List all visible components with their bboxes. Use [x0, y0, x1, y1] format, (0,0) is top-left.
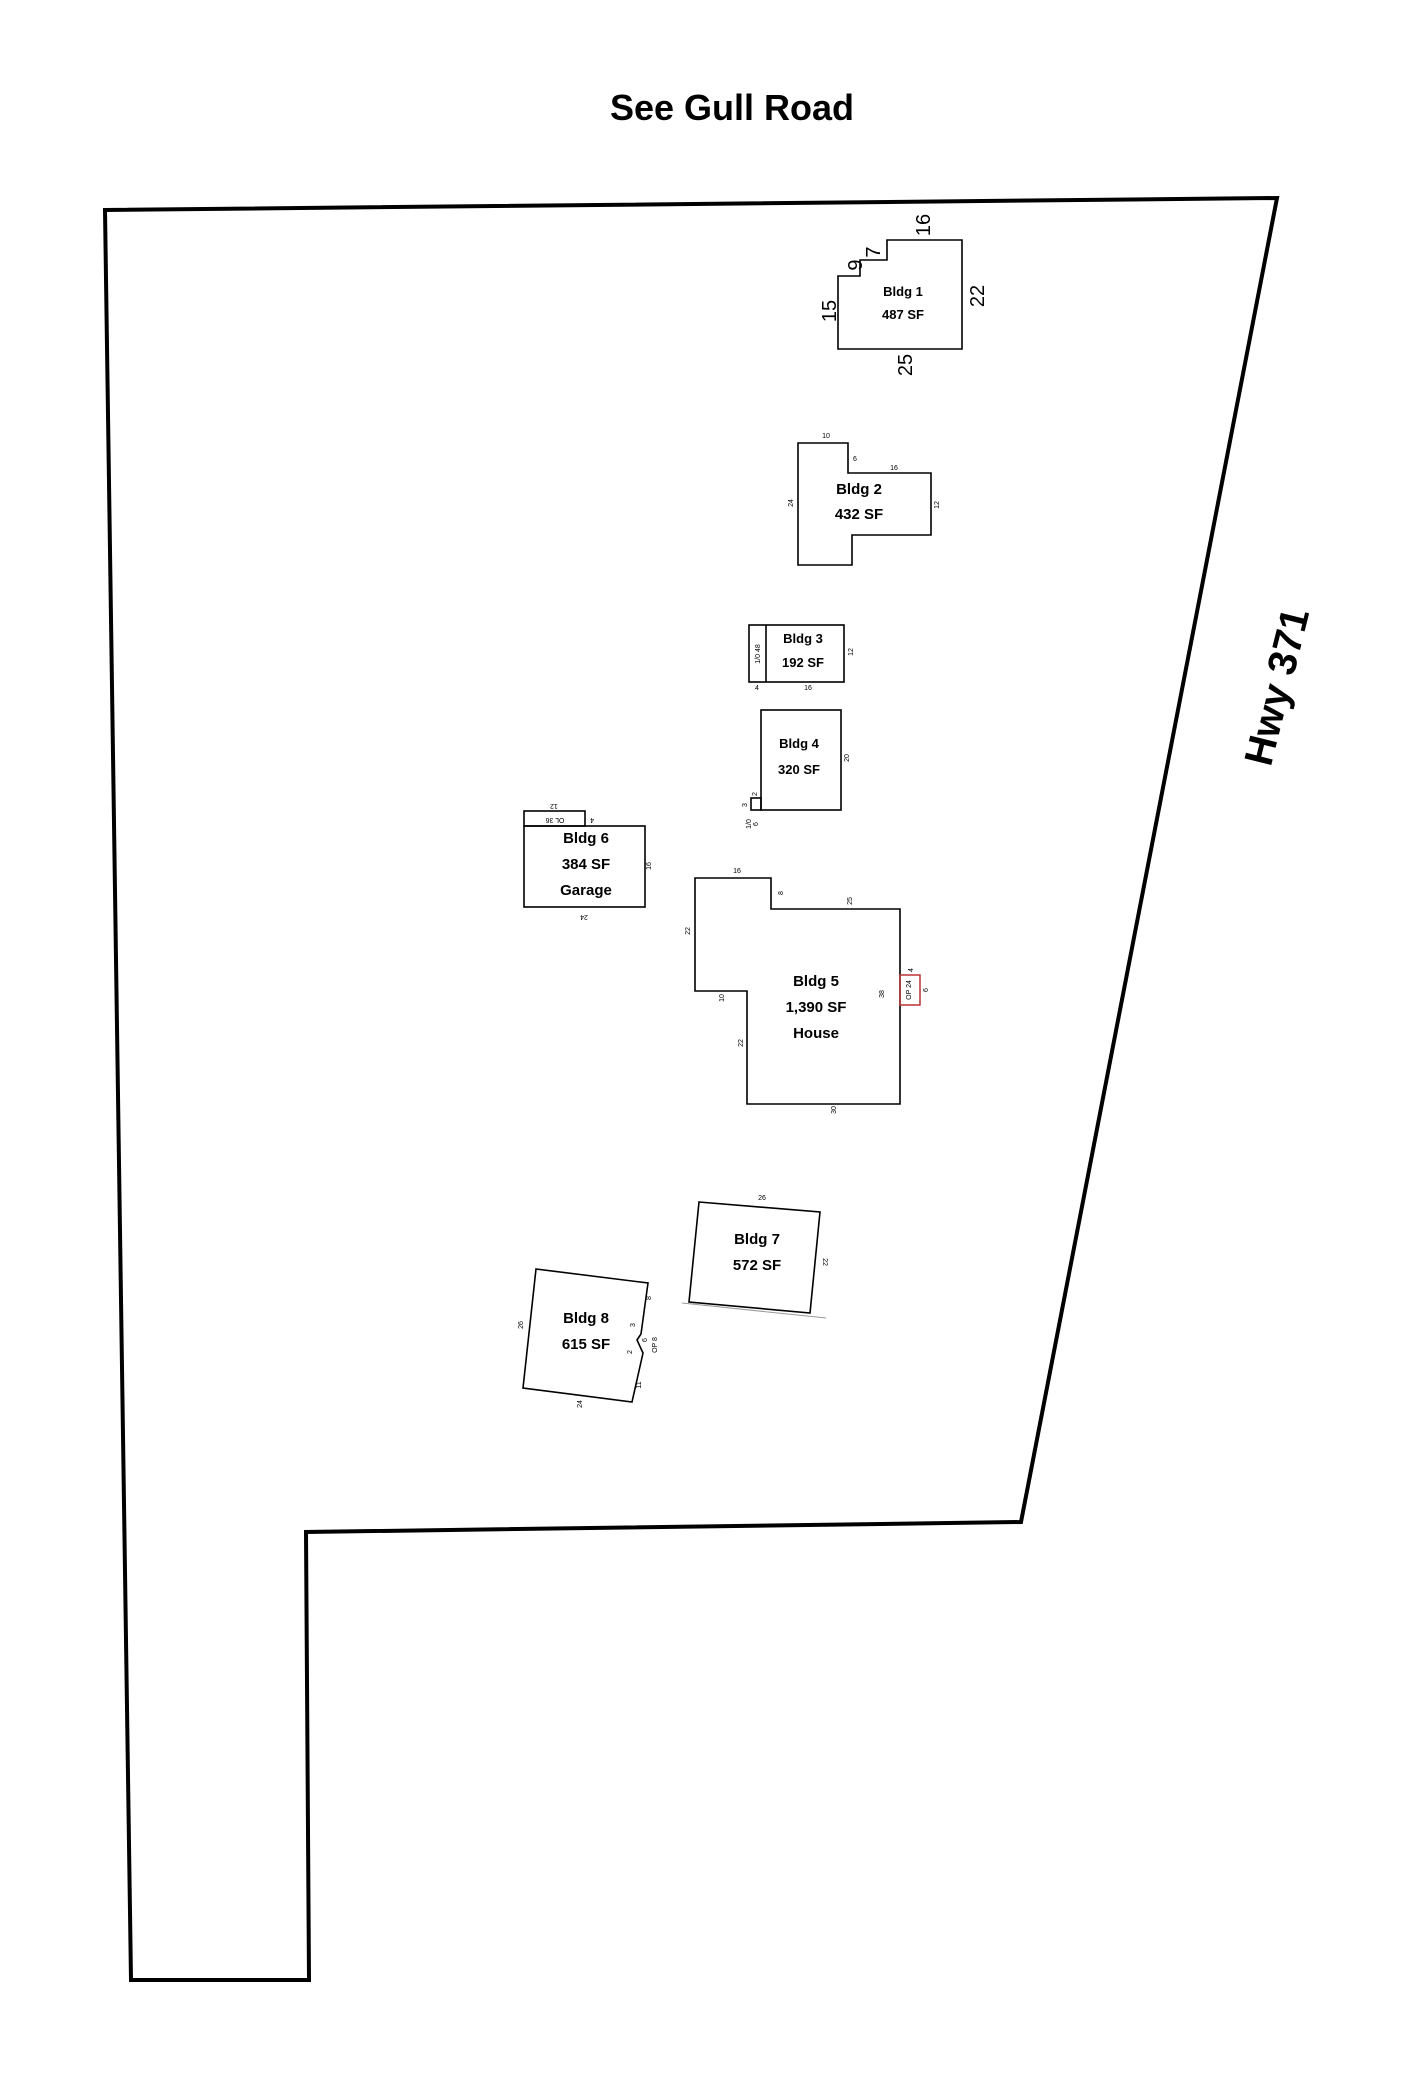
- building-8-dim: 2: [627, 1350, 634, 1354]
- building-6-lean-to: [523, 810, 586, 827]
- building-5-use: House: [793, 1025, 839, 1042]
- building-3: Bldg 3 192 SF 1/0 48 12 4 16: [748, 624, 855, 692]
- building-2-dim: 24: [788, 499, 795, 507]
- building-8-dim: OP 8: [652, 1337, 659, 1353]
- building-8-dim: 8: [646, 1296, 653, 1300]
- building-2-name: Bldg 2: [836, 481, 882, 498]
- building-3-outline: [748, 624, 845, 683]
- building-2-area: 432 SF: [835, 506, 883, 523]
- building-5-dim: 38: [879, 990, 886, 998]
- building-1-outline: [837, 239, 963, 350]
- building-3-dim: 12: [848, 648, 855, 656]
- building-5-dim: OP 24: [906, 980, 913, 1000]
- building-7-ground-line: [681, 1302, 827, 1319]
- building-2-outline: [797, 442, 932, 566]
- building-3-name: Bldg 3: [783, 631, 823, 646]
- building-2-dim: 12: [934, 501, 941, 509]
- building-4-dim: 3: [742, 803, 749, 807]
- building-2-dim: 16: [890, 465, 898, 472]
- building-5-outline: [694, 877, 901, 1105]
- building-2: Bldg 2 432 SF 10 6 16 24 12: [788, 433, 941, 566]
- building-4-area: 320 SF: [778, 762, 820, 777]
- building-6: Bldg 6 384 SF Garage 12 OL 36 4 16 24: [523, 802, 653, 920]
- building-4-name: Bldg 4: [779, 736, 819, 751]
- building-2-dim: 6: [853, 456, 857, 463]
- building-4-dim: 1/0: [746, 819, 753, 829]
- building-5-porch: [899, 974, 921, 1006]
- building-7-dim: 22: [821, 1258, 828, 1266]
- road-label-north: See Gull Road: [610, 87, 854, 128]
- building-8-dim: 11: [636, 1381, 643, 1388]
- building-6-area: 384 SF: [562, 856, 610, 873]
- building-1-dim: 22: [967, 285, 989, 307]
- building-5-dim: 30: [831, 1106, 838, 1114]
- building-1-dim: 7: [863, 246, 885, 257]
- building-7-area: 572 SF: [733, 1257, 781, 1274]
- building-1-name: Bldg 1: [883, 284, 923, 299]
- building-3-dim: 4: [755, 685, 759, 692]
- building-3-area: 192 SF: [782, 655, 824, 670]
- parcel-boundary: [102, 195, 1280, 1982]
- building-7-name: Bldg 7: [734, 1231, 780, 1248]
- building-3-dim: 1/0 48: [755, 644, 762, 664]
- building-5-dim: 8: [778, 891, 785, 895]
- building-1-dim: 16: [913, 214, 935, 236]
- building-7-outline: [688, 1201, 821, 1314]
- building-6-use: Garage: [560, 882, 612, 899]
- building-5: Bldg 5 1,390 SF House 16 8 25 22 38 10 2…: [685, 868, 930, 1114]
- building-8: Bldg 8 615 SF 26 8 3 6 OP 8 2 11 24: [518, 1268, 659, 1408]
- building-3-dim: 16: [804, 685, 812, 692]
- building-6-dim: 4: [590, 816, 594, 823]
- building-4-annex: [750, 797, 762, 811]
- building-6-name: Bldg 6: [563, 830, 609, 847]
- building-5-dim: 6: [923, 988, 930, 992]
- road-label-east: Hwy 371: [1237, 604, 1318, 770]
- building-5-dim: 22: [685, 927, 692, 935]
- building-5-area: 1,390 SF: [786, 999, 847, 1016]
- building-7: Bldg 7 572 SF 26 22: [681, 1195, 828, 1319]
- building-8-dim: 26: [518, 1321, 525, 1329]
- building-5-dim: 16: [733, 868, 741, 875]
- building-6-dim: 12: [550, 802, 558, 809]
- building-5-dim: 10: [719, 994, 726, 1002]
- building-5-name: Bldg 5: [793, 973, 839, 990]
- building-8-name: Bldg 8: [563, 1310, 609, 1327]
- building-4: Bldg 4 320 SF 20 3 2 1/0 6: [742, 709, 851, 829]
- building-5-dim: 4: [908, 968, 915, 972]
- building-8-dim: 6: [642, 1338, 649, 1342]
- building-1: Bldg 1 487 SF 16 7 9 15 22 25: [819, 214, 989, 376]
- building-4-outline: [760, 709, 842, 811]
- building-8-dim: 3: [630, 1323, 637, 1327]
- building-8-dim: 24: [577, 1400, 584, 1408]
- building-8-area: 615 SF: [562, 1336, 610, 1353]
- building-4-dim: 6: [753, 822, 760, 826]
- building-6-dim: 24: [580, 913, 588, 920]
- building-2-dim: 10: [822, 433, 830, 440]
- building-1-dim: 9: [845, 259, 867, 270]
- building-5-dim: 25: [847, 897, 854, 905]
- building-4-dim: 2: [752, 792, 759, 796]
- building-6-dim: OL 36: [545, 816, 564, 823]
- building-5-dim: 22: [738, 1039, 745, 1047]
- building-1-dim: 15: [819, 300, 841, 322]
- building-7-dim: 26: [758, 1195, 766, 1202]
- building-8-outline: [522, 1268, 649, 1403]
- building-1-area: 487 SF: [882, 307, 924, 322]
- building-1-dim: 25: [895, 354, 917, 376]
- building-6-dim: 16: [646, 862, 653, 870]
- building-4-dim: 20: [844, 754, 851, 762]
